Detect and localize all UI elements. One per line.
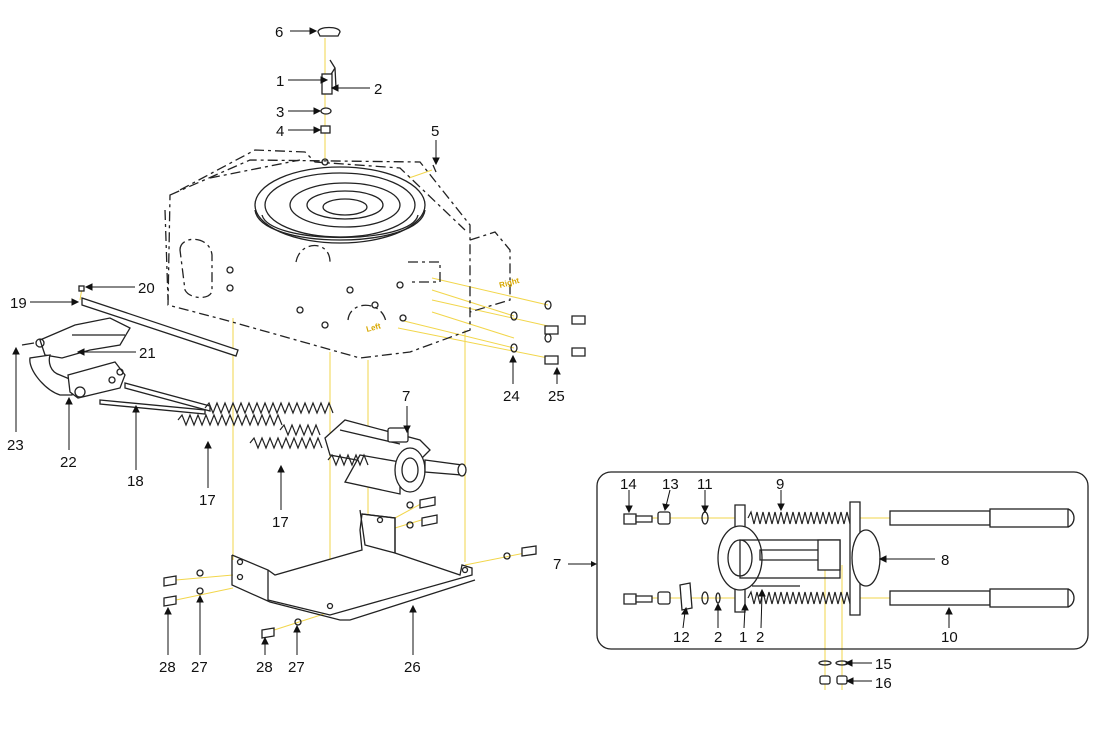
callout-17-right: 17 bbox=[272, 514, 289, 531]
callout-27-left: 27 bbox=[191, 659, 208, 676]
callout-2: 2 bbox=[374, 81, 382, 98]
callout-3: 3 bbox=[276, 104, 284, 121]
detail-callout-7: 7 bbox=[553, 556, 561, 573]
spring-upper bbox=[204, 401, 334, 415]
detail-callout-2-left: 2 bbox=[714, 629, 722, 646]
callout-1: 1 bbox=[276, 73, 284, 90]
callout-21: 21 bbox=[139, 345, 156, 362]
callout-18: 18 bbox=[127, 473, 144, 490]
side-bolts bbox=[510, 300, 586, 365]
detail-box-item-7: 7 bbox=[553, 471, 1089, 692]
detail-callout-10: 10 bbox=[941, 629, 958, 646]
callout-7: 7 bbox=[402, 388, 410, 405]
callout-23: 23 bbox=[7, 437, 24, 454]
callout-27-right: 27 bbox=[288, 659, 305, 676]
callout-17-left: 17 bbox=[199, 492, 216, 509]
callout-28-left: 28 bbox=[159, 659, 176, 676]
tow-bracket-assembly bbox=[21, 285, 239, 399]
leader-lines bbox=[12, 27, 561, 655]
detail-callout-15: 15 bbox=[875, 656, 892, 673]
callout-20: 20 bbox=[138, 280, 155, 297]
grease-nipple-assembly bbox=[317, 26, 437, 173]
rods-and-springs bbox=[99, 382, 334, 450]
base-fasteners bbox=[163, 496, 537, 639]
callout-19: 19 bbox=[10, 295, 27, 312]
detail-callout-16: 16 bbox=[875, 675, 892, 692]
callout-28-right: 28 bbox=[256, 659, 273, 676]
turntable bbox=[254, 158, 426, 244]
callout-25: 25 bbox=[548, 388, 565, 405]
detail-callout-11: 11 bbox=[697, 476, 713, 493]
callout-26: 26 bbox=[404, 659, 421, 676]
detail-callout-12: 12 bbox=[673, 629, 690, 646]
detail-callout-2-right: 2 bbox=[756, 629, 764, 646]
callout-5: 5 bbox=[431, 123, 439, 140]
detail-callout-8: 8 bbox=[941, 552, 949, 569]
callout-24: 24 bbox=[503, 388, 520, 405]
spring-lower bbox=[177, 413, 323, 450]
spring-cylinder-assembly bbox=[324, 419, 467, 495]
main-housing bbox=[164, 149, 511, 359]
detail-callout-1: 1 bbox=[739, 629, 747, 646]
detail-callout-14: 14 bbox=[620, 476, 637, 493]
side-label-left: Left bbox=[365, 321, 382, 334]
base-pan bbox=[231, 509, 476, 621]
callout-6: 6 bbox=[275, 24, 283, 41]
callout-numbers: 6 1 2 3 4 5 20 19 21 23 22 18 17 17 7 24… bbox=[7, 24, 565, 676]
callout-4: 4 bbox=[276, 123, 284, 140]
detail-callout-9: 9 bbox=[776, 476, 784, 493]
callout-22: 22 bbox=[60, 454, 77, 471]
detail-callout-13: 13 bbox=[662, 476, 679, 493]
